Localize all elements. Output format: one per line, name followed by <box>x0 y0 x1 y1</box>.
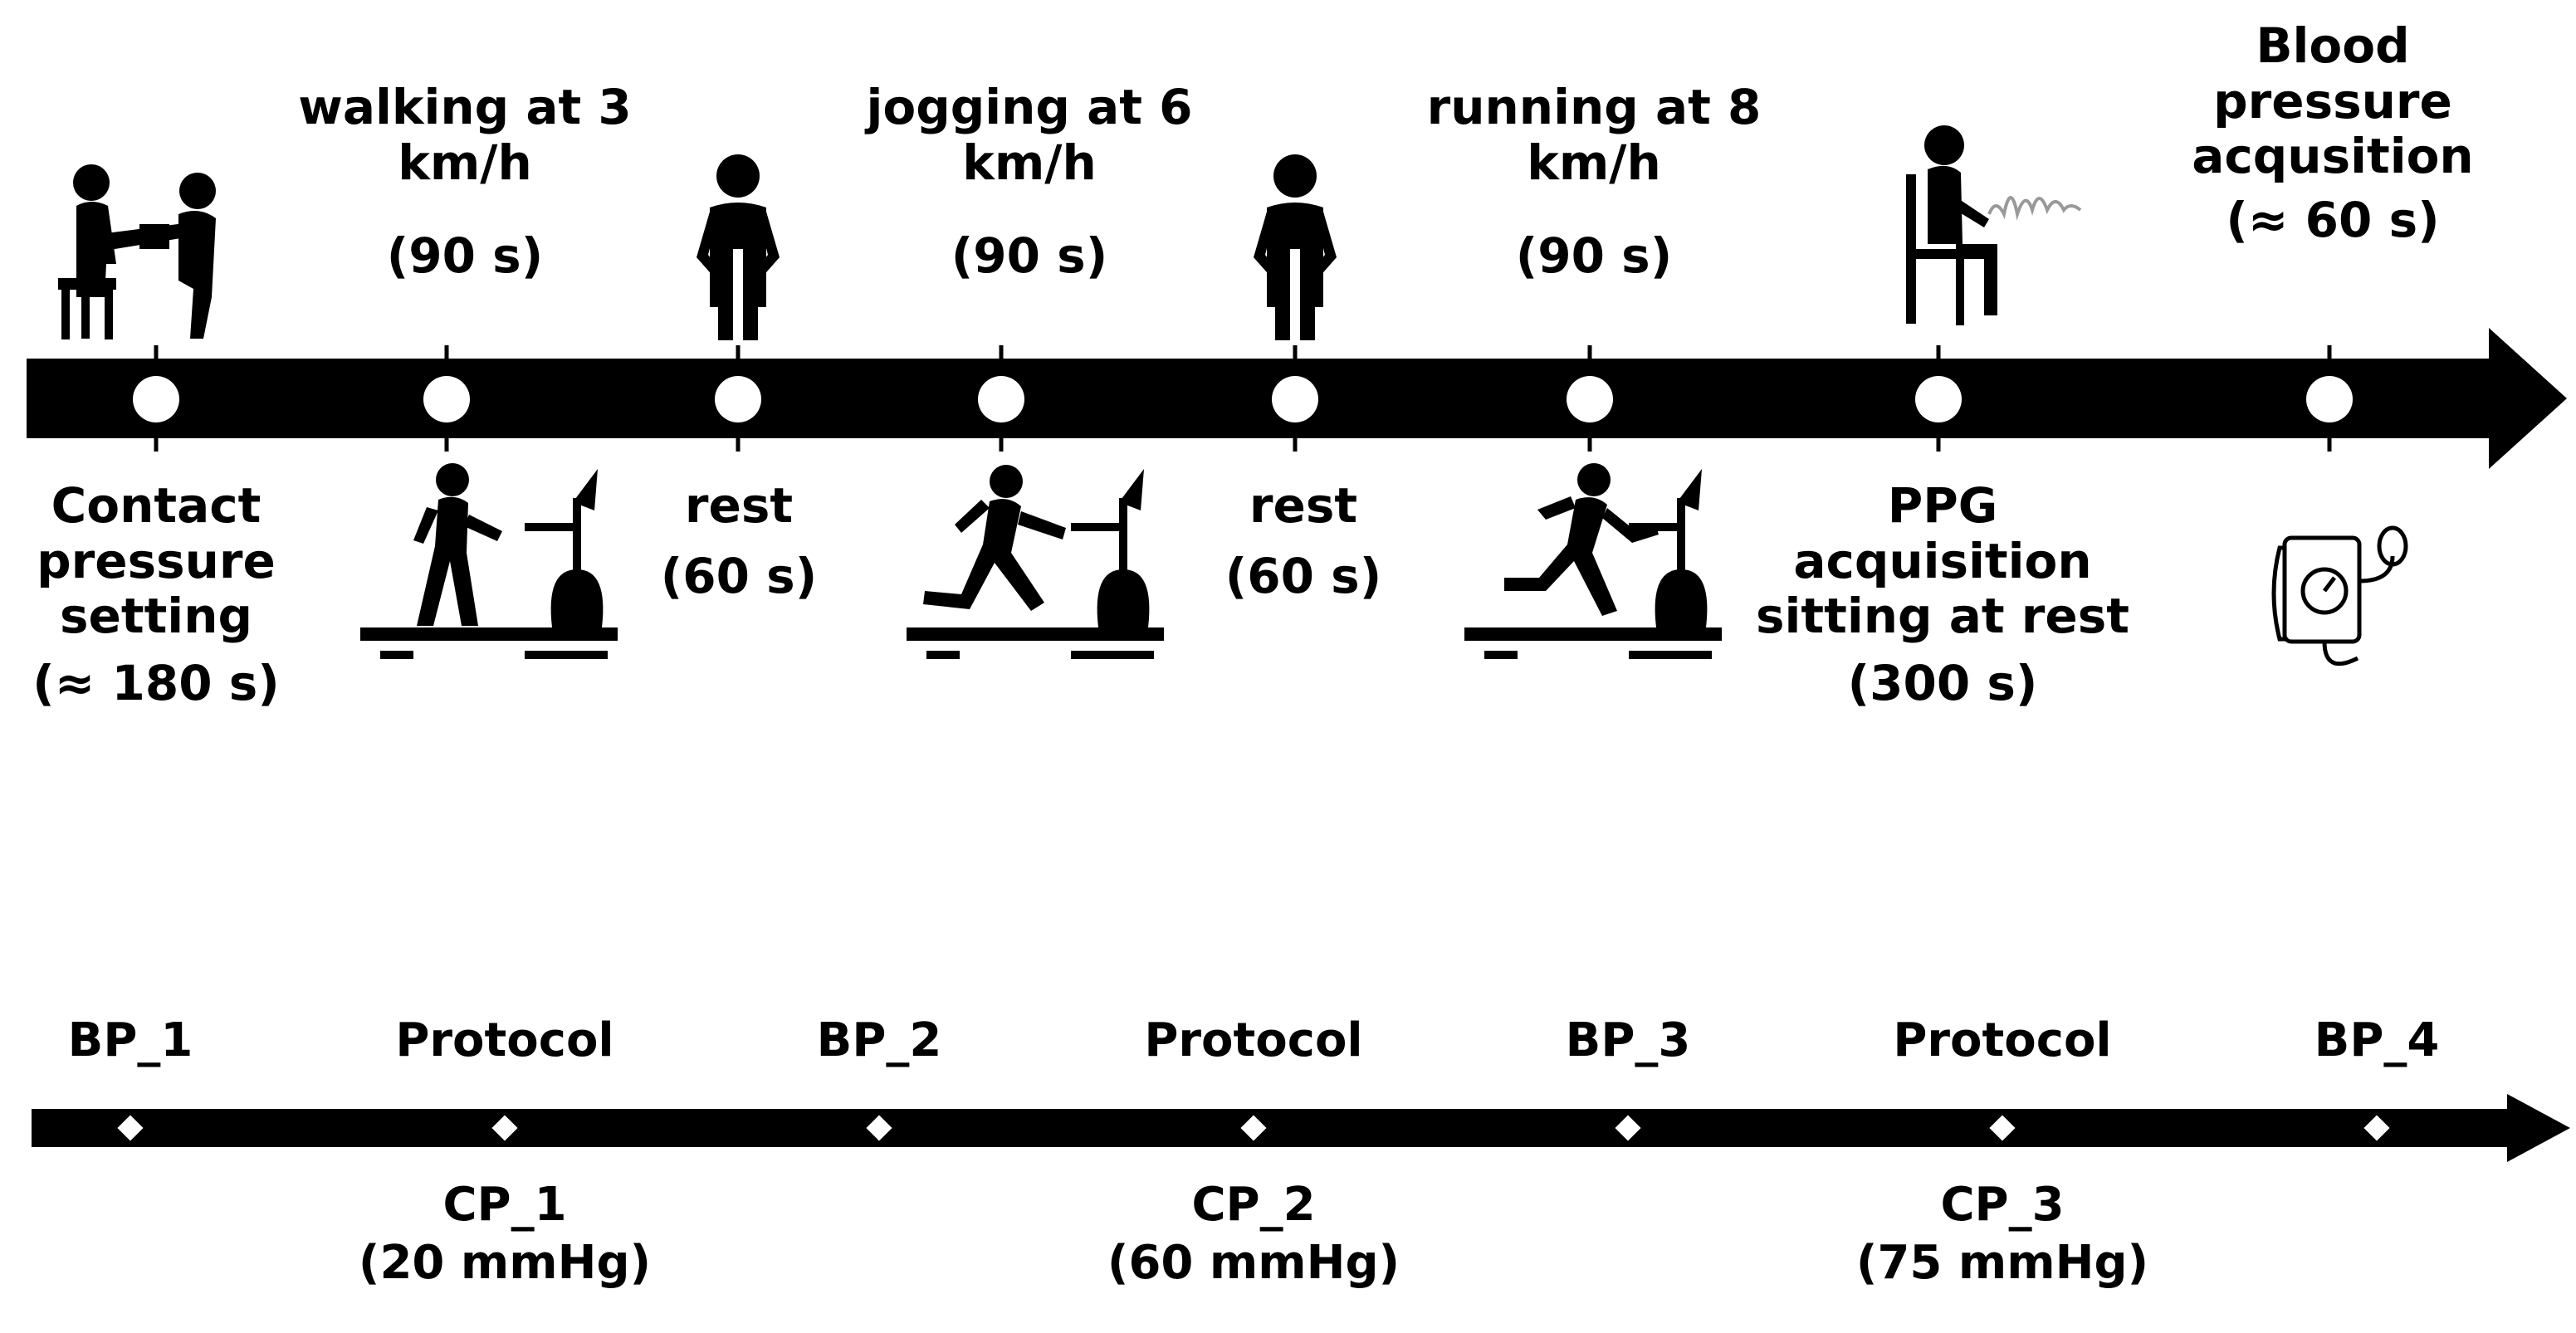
milestone-marker <box>1567 376 1613 422</box>
milestone-marker <box>978 376 1024 422</box>
milestone-marker <box>423 376 470 422</box>
stage-contact-label: Contact pressure setting (≈ 180 s) <box>32 477 280 712</box>
protocol-marker <box>1615 1115 1641 1141</box>
bottom-label-bp1: BP_1 <box>67 1013 193 1067</box>
protocol-marker <box>2363 1115 2390 1141</box>
protocol-marker <box>1989 1115 2016 1141</box>
stage-rest2-label: rest (60 s) <box>1224 477 1382 604</box>
protocol-marker <box>1240 1115 1267 1141</box>
treadmill-walking-icon <box>360 463 618 659</box>
top-timeline-milestones <box>133 376 2353 422</box>
bottom-label-bp2: BP_2 <box>816 1013 942 1067</box>
bottom-label-protocol-3: Protocol <box>1893 1013 2112 1067</box>
stage-rest1-label: rest (60 s) <box>660 477 818 604</box>
bottom-cp1-label: CP_1 (20 mmHg) <box>358 1178 652 1291</box>
stage-running-label: running at 8 km/h (90 s) <box>1426 79 1762 285</box>
milestone-marker <box>1272 376 1318 422</box>
stage-ppg-label: PPG acquisition sitting at rest (300 s) <box>1756 477 2129 712</box>
milestone-marker <box>2306 376 2353 422</box>
stage-bp-label: Blood pressure acqusition (≈ 60 s) <box>2192 17 2474 249</box>
bottom-label-bp4: BP_4 <box>2314 1013 2440 1067</box>
bottom-timeline-arrow <box>32 1094 2570 1162</box>
standing-person-icon <box>1254 154 1337 340</box>
contact-pressure-setup-icon <box>58 164 216 339</box>
standing-person-icon <box>697 154 780 340</box>
milestone-marker <box>715 376 761 422</box>
protocol-marker <box>866 1115 892 1141</box>
bottom-label-protocol-2: Protocol <box>1144 1013 1363 1067</box>
bottom-cp2-label: CP_2 (60 mmHg) <box>1107 1178 1400 1291</box>
milestone-marker <box>133 376 179 422</box>
blood-pressure-monitor-icon <box>2271 525 2408 666</box>
bottom-timeline-markers <box>117 1115 2390 1141</box>
milestone-marker <box>1915 376 1962 422</box>
stage-walking-label: walking at 3 km/h (90 s) <box>298 79 632 285</box>
bottom-label-bp3: BP_3 <box>1565 1013 1691 1067</box>
stage-jogging-label: jogging at 6 km/h (90 s) <box>866 79 1193 285</box>
treadmill-jogging-icon <box>907 465 1164 659</box>
bottom-label-protocol-1: Protocol <box>395 1013 614 1067</box>
treadmill-running-icon <box>1464 463 1722 659</box>
bottom-cp3-label: CP_3 (75 mmHg) <box>1855 1178 2149 1291</box>
seated-person-ppg-icon <box>1906 125 2082 325</box>
